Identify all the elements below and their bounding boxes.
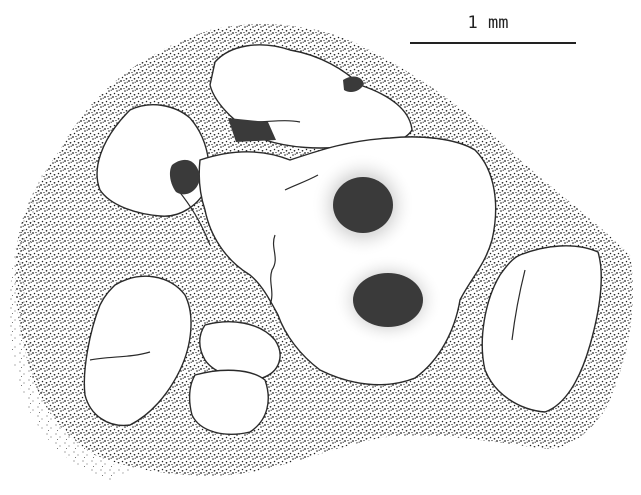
- scale-bar: 1 mm: [410, 13, 576, 43]
- inclusion-lower: [353, 273, 423, 327]
- grain-bottom: [190, 370, 269, 434]
- inclusion-upper: [333, 177, 393, 233]
- scale-bar-label: 1 mm: [468, 13, 509, 33]
